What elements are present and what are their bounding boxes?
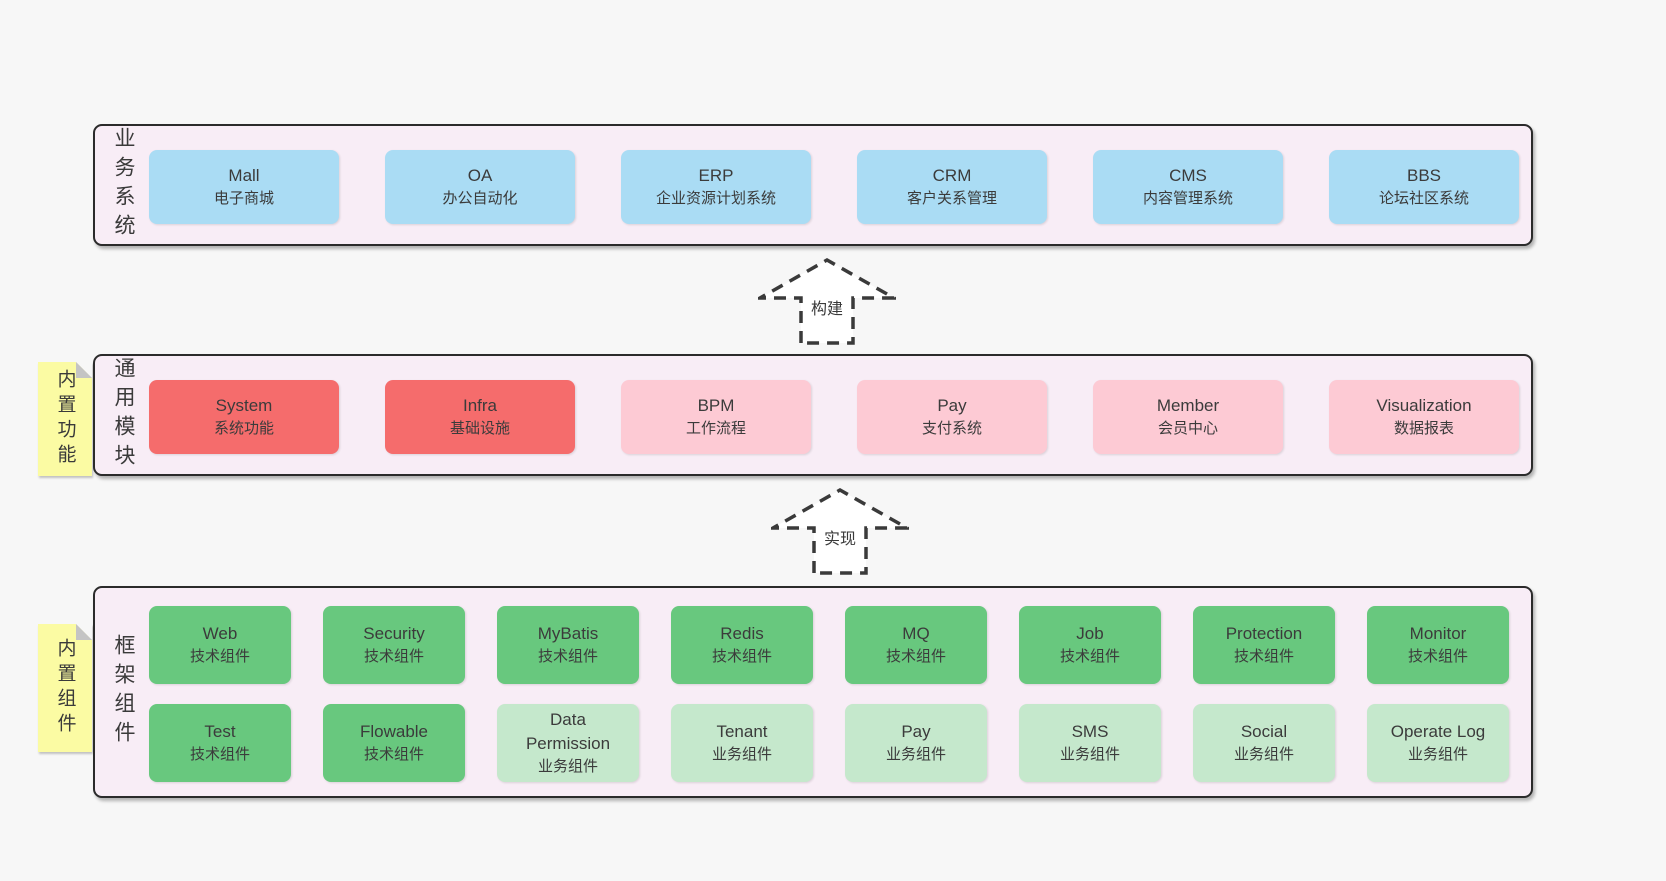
box-bpm: BPM 工作流程 [621,380,811,454]
tab-built-in-features: 内置功能 [38,362,92,476]
business-box-row: Mall 电子商城 OA 办公自动化 ERP 企业资源计划系统 CRM 客户关系… [149,150,1519,224]
box-job: Job 技术组件 [1019,606,1161,684]
box-tenant: Tenant 业务组件 [671,704,813,782]
box-security: Security 技术组件 [323,606,465,684]
arrow-build-label: 构建 [810,300,844,318]
box-system: System 系统功能 [149,380,339,454]
tab-built-in-components-label: 内置组件 [54,638,76,738]
box-sms: SMS 业务组件 [1019,704,1161,782]
tab-built-in-features-label: 内置功能 [54,369,76,469]
layer-label-business-systems: 业务系统 [112,127,135,243]
layer-label-common-modules: 通用模块 [112,357,135,473]
box-data-permission: Data Permission 业务组件 [497,704,639,782]
box-protection: Protection 技术组件 [1193,606,1335,684]
components-box-row-2: Test 技术组件 Flowable 技术组件 Data Permission … [149,704,1509,782]
box-erp: ERP 企业资源计划系统 [621,150,811,224]
box-monitor: Monitor 技术组件 [1367,606,1509,684]
box-bbs: BBS 论坛社区系统 [1329,150,1519,224]
box-pay-module: Pay 支付系统 [857,380,1047,454]
box-web: Web 技术组件 [149,606,291,684]
box-oa: OA 办公自动化 [385,150,575,224]
arrow-up-icon [771,487,909,575]
arrow-implement: 实现 [771,485,909,577]
box-operate-log: Operate Log 业务组件 [1367,704,1509,782]
layer-business-systems: 业务系统 Mall 电子商城 OA 办公自动化 ERP 企业资源计划系统 CRM… [93,124,1533,246]
box-visualization: Visualization 数据报表 [1329,380,1519,454]
arrow-up-icon [758,257,896,345]
components-box-row-1: Web 技术组件 Security 技术组件 MyBatis 技术组件 Redi… [149,606,1509,684]
box-crm: CRM 客户关系管理 [857,150,1047,224]
box-flowable: Flowable 技术组件 [323,704,465,782]
box-test: Test 技术组件 [149,704,291,782]
box-cms: CMS 内容管理系统 [1093,150,1283,224]
box-mybatis: MyBatis 技术组件 [497,606,639,684]
tab-built-in-components: 内置组件 [38,624,92,752]
box-mall: Mall 电子商城 [149,150,339,224]
layer-label-framework-components: 框架组件 [112,634,135,750]
box-social: Social 业务组件 [1193,704,1335,782]
arrow-build: 构建 [758,255,896,347]
layer-common-modules: 通用模块 System 系统功能 Infra 基础设施 BPM 工作流程 Pay… [93,354,1533,476]
arrow-implement-label: 实现 [823,530,857,548]
layer-framework-components: 框架组件 Web 技术组件 Security 技术组件 MyBatis 技术组件… [93,586,1533,798]
box-pay-component: Pay 业务组件 [845,704,987,782]
box-redis: Redis 技术组件 [671,606,813,684]
box-infra: Infra 基础设施 [385,380,575,454]
modules-box-row: System 系统功能 Infra 基础设施 BPM 工作流程 Pay 支付系统… [149,380,1519,454]
box-mq: MQ 技术组件 [845,606,987,684]
box-member: Member 会员中心 [1093,380,1283,454]
